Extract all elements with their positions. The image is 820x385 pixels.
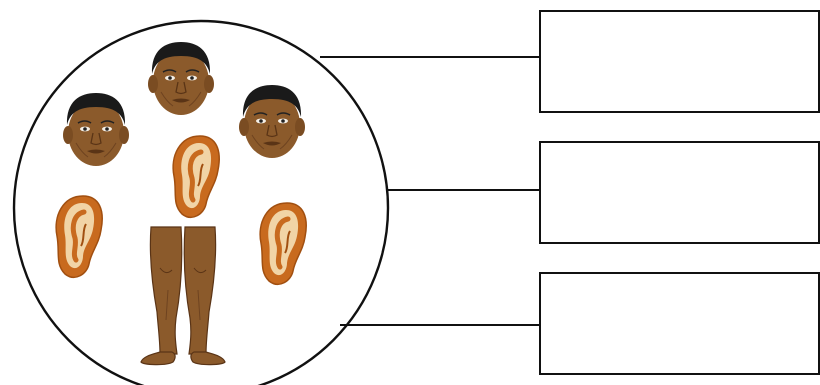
answer-box-3[interactable] <box>539 272 820 375</box>
answer-box-2[interactable] <box>539 141 820 244</box>
answer-box-1[interactable] <box>539 10 820 113</box>
